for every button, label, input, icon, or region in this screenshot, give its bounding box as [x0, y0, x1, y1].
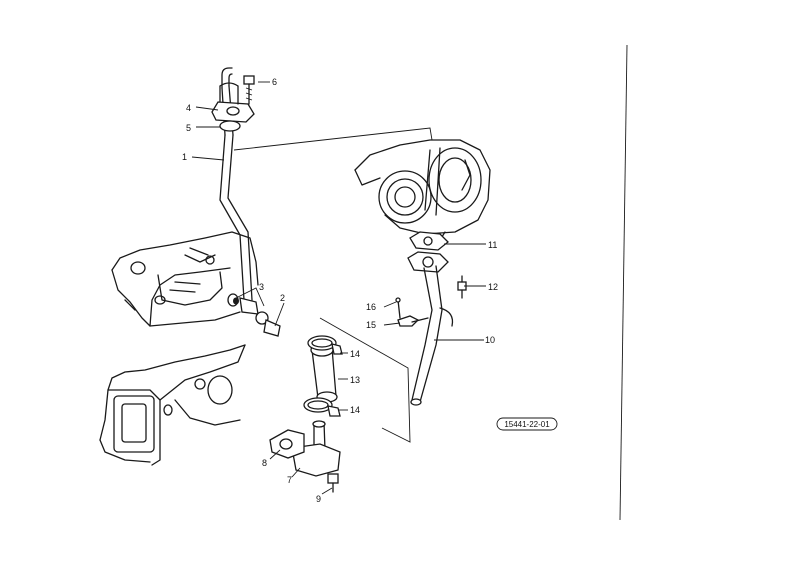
bolt-6 — [243, 75, 255, 105]
callout-2: 2 — [280, 293, 285, 303]
engine-block-upper — [111, 231, 259, 327]
turbo-flange-gaskets — [407, 231, 449, 273]
callout-15: 15 — [366, 320, 376, 330]
callout-1: 1 — [182, 152, 187, 162]
callout-4: 4 — [186, 103, 191, 113]
oil-drain-pipe — [410, 265, 454, 406]
reference-code: 15441-22-01 — [504, 420, 550, 429]
callout-8: 8 — [262, 458, 267, 468]
turbocharger — [354, 139, 491, 241]
callout-6: 6 — [272, 77, 277, 87]
callout-11: 11 — [488, 240, 497, 250]
lower-fitting — [227, 293, 281, 337]
callout-9: 9 — [316, 494, 321, 504]
clamp-14-top — [307, 335, 343, 355]
reference-code-badge: 15441-22-01 — [496, 417, 558, 431]
return-fitting — [269, 420, 341, 493]
callout-14-top: 14 — [350, 349, 360, 359]
bracket-pipe-turbo — [233, 127, 433, 151]
callout-13: 13 — [350, 375, 360, 385]
engine-block-lower — [99, 344, 246, 466]
top-flange — [211, 82, 255, 132]
clip-15-16 — [395, 297, 429, 327]
callout-7: 7 — [287, 475, 292, 485]
callout-10: 10 — [485, 335, 495, 345]
frame-divider — [619, 44, 628, 521]
callout-16: 16 — [366, 302, 376, 312]
callout-5: 5 — [186, 123, 191, 133]
bracket-lower-assembly — [319, 317, 411, 443]
leader-lines — [191, 81, 486, 495]
callout-12: 12 — [488, 282, 498, 292]
callout-3: 3 — [259, 282, 264, 292]
bolt-12 — [457, 275, 467, 299]
clamp-14-bottom — [303, 397, 341, 417]
callout-14-bottom: 14 — [350, 405, 360, 415]
